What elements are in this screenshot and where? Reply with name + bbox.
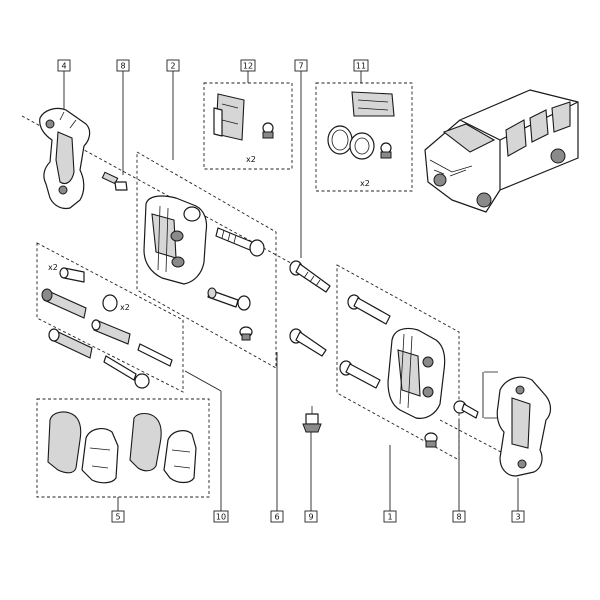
long-bolt-7	[289, 260, 331, 293]
svg-text:5: 5	[115, 513, 120, 522]
leader-lines	[63, 71, 519, 511]
callout-12: 12	[240, 59, 256, 72]
caliper-carrier-right	[484, 371, 552, 477]
bleed-nipple-9	[302, 406, 322, 433]
callout-5: 5	[111, 510, 125, 523]
callout-6: 6	[270, 510, 284, 523]
callout-7: 7	[294, 59, 308, 72]
svg-text:1: 1	[387, 513, 392, 522]
guide-pin-set: x2 x2	[41, 263, 173, 389]
brake-pads-set	[47, 411, 197, 484]
svg-text:6: 6	[274, 513, 279, 522]
callout-4: 4	[57, 59, 71, 72]
svg-text:8: 8	[120, 62, 125, 71]
callout-9: 9	[304, 510, 318, 523]
qty-bush-a: x2	[48, 263, 58, 272]
bolt-right-small	[453, 400, 479, 419]
callout-8-bottom: 8	[452, 510, 466, 523]
outline-caliper-left	[136, 151, 277, 369]
svg-text:7: 7	[298, 62, 303, 71]
caliper-carrier-left	[39, 107, 91, 210]
qty-bush-b: x2	[120, 303, 130, 312]
axis-line-right	[439, 419, 521, 463]
callout-8-top: 8	[116, 59, 130, 72]
svg-text:12: 12	[243, 62, 253, 71]
bleed-screw-left	[239, 326, 253, 341]
piston-seal-kit: x2	[327, 91, 395, 188]
outline-kit-11	[315, 82, 413, 192]
van-illustration	[424, 89, 579, 213]
bolt-6	[289, 328, 327, 357]
caliper-body-left	[143, 195, 208, 285]
svg-text:9: 9	[308, 513, 313, 522]
svg-text:11: 11	[356, 62, 366, 71]
callout-2: 2	[166, 59, 180, 72]
pad-clip-kit: x2	[213, 93, 274, 164]
outline-guide-pins	[36, 242, 184, 393]
caliper-bolt-lower-left	[207, 287, 251, 311]
svg-text:4: 4	[61, 62, 66, 71]
svg-text:3: 3	[515, 513, 520, 522]
svg-text:10: 10	[216, 513, 226, 522]
qty-kit-12: x2	[246, 155, 256, 164]
callout-1: 1	[383, 510, 397, 523]
callout-3: 3	[511, 510, 525, 523]
outline-pads-left	[36, 398, 210, 498]
callout-11: 11	[353, 59, 369, 72]
bolt-left-small	[101, 171, 128, 191]
qty-kit-11: x2	[360, 179, 370, 188]
svg-text:2: 2	[170, 62, 175, 71]
svg-text:8: 8	[456, 513, 461, 522]
callout-10: 10	[213, 510, 229, 523]
caliper-body-right	[339, 294, 446, 448]
caliper-bolt-upper-left	[215, 227, 265, 257]
